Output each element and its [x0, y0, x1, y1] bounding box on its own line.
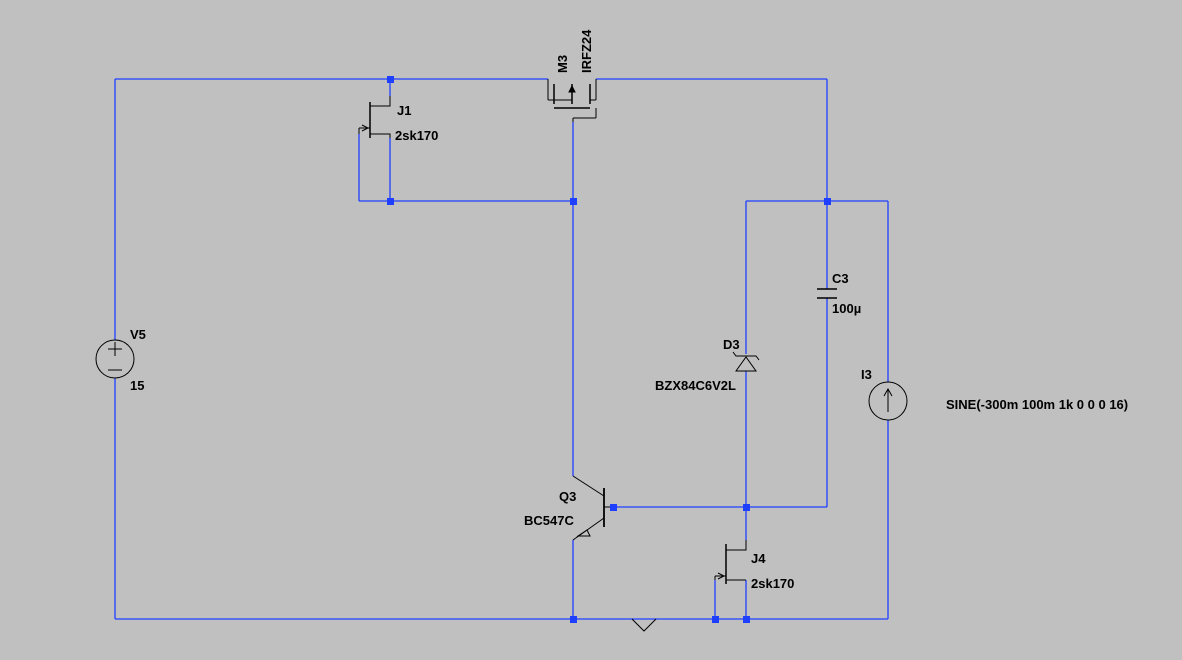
ground-symbol	[631, 618, 657, 632]
junction-dot	[387, 198, 394, 205]
junction-dot	[743, 504, 750, 511]
zener-diode-d3	[732, 351, 760, 372]
mosfet-m3	[547, 79, 597, 122]
j1-value-label: 2sk170	[395, 128, 439, 143]
junction-dot	[610, 504, 617, 511]
i3-value-label: SINE(-300m 100m 1k 0 0 0 16)	[946, 397, 1129, 412]
j4-value-label: 2sk170	[751, 576, 795, 591]
junction-dot	[743, 616, 750, 623]
jfet-j1	[358, 96, 391, 138]
v5-value-label: 15	[130, 378, 145, 393]
npn-transistor-q3	[572, 475, 613, 541]
components	[95, 79, 908, 632]
q3-ref-label: Q3	[559, 489, 577, 504]
c3-value-label: 100µ	[832, 301, 862, 316]
q3-value-label: BC547C	[524, 513, 574, 528]
i3-ref-label: I3	[861, 367, 872, 382]
m3-ref-label: M3	[555, 54, 570, 73]
junctions	[387, 76, 831, 623]
junction-dot	[387, 76, 394, 83]
junction-dot	[570, 198, 577, 205]
current-source-i3	[868, 381, 908, 421]
jfet-j4	[714, 540, 747, 584]
voltage-source-v5	[95, 339, 135, 379]
d3-value-label: BZX84C6V2L	[655, 378, 736, 393]
m3-value-label: IRFZ24	[579, 29, 594, 73]
v5-ref-label: V5	[130, 327, 146, 342]
j1-ref-label: J1	[397, 103, 412, 118]
junction-dot	[570, 616, 577, 623]
junction-dot	[824, 198, 831, 205]
j4-ref-label: J4	[751, 551, 766, 566]
capacitor-c3	[817, 288, 837, 299]
wires	[114, 78, 889, 620]
c3-ref-label: C3	[832, 271, 849, 286]
junction-dot	[712, 616, 719, 623]
d3-ref-label: D3	[723, 337, 740, 352]
